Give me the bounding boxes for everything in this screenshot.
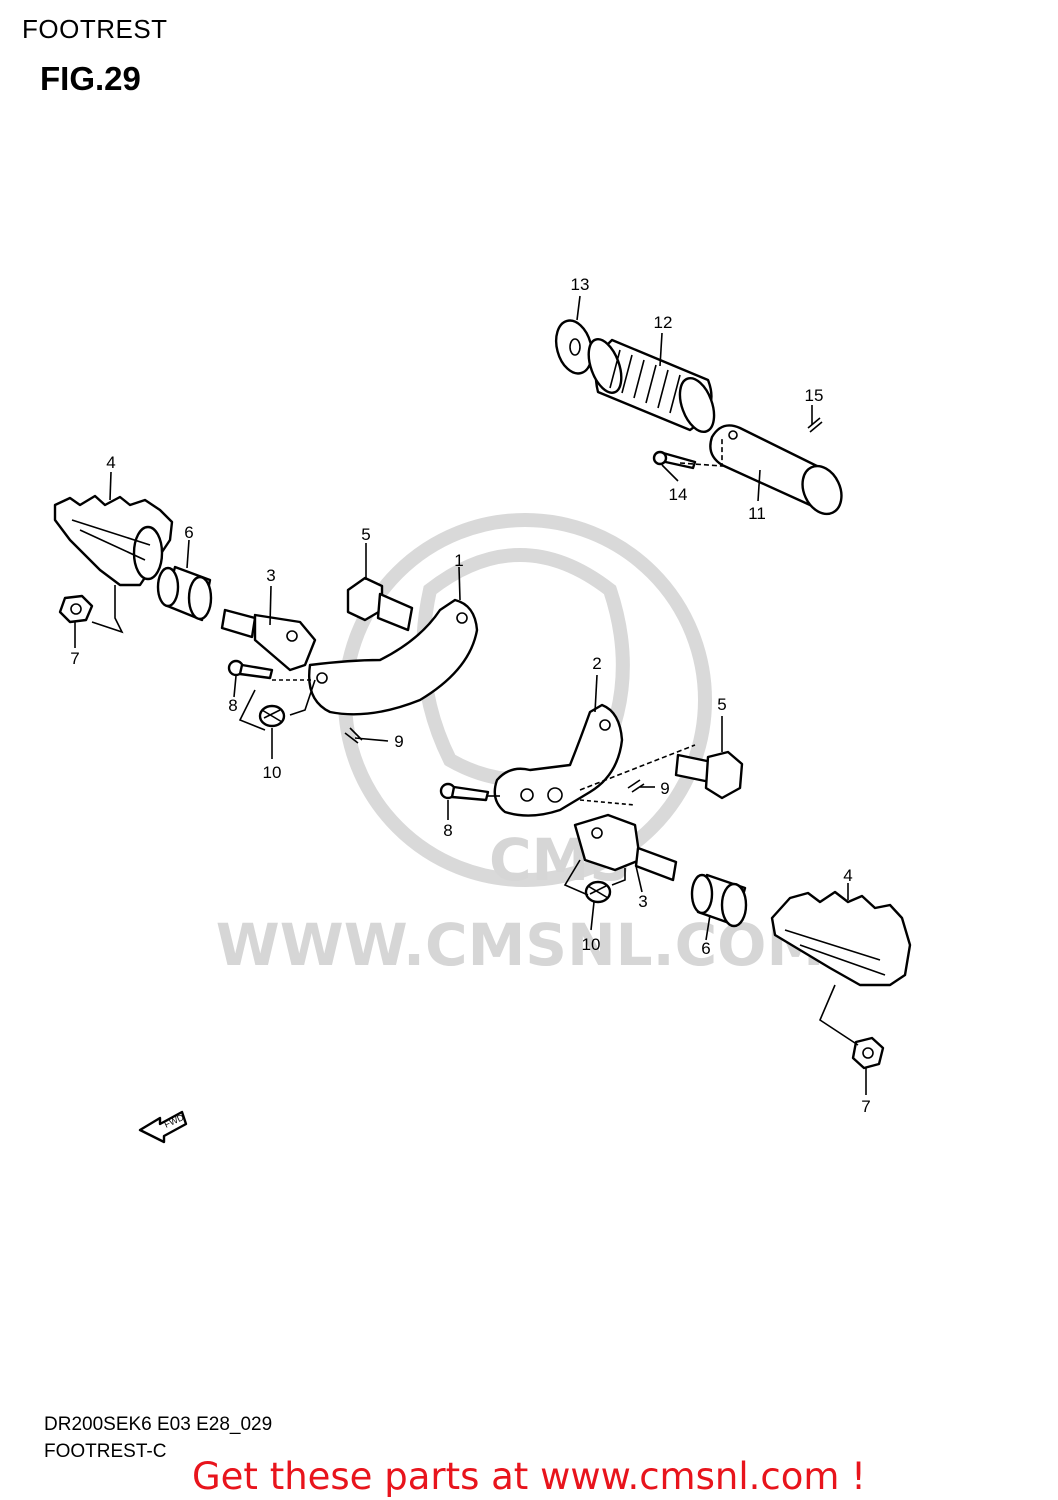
callout-8-right: 8 <box>443 821 452 840</box>
part-bracket-3-left <box>220 608 317 672</box>
part-footrest-bracket-1 <box>308 598 479 716</box>
callout-11: 11 <box>748 504 766 523</box>
callout-4-right: 4 <box>843 866 852 885</box>
callout-6-right: 6 <box>701 939 710 958</box>
part-bolt-5-right <box>674 750 744 800</box>
part-bush-6-left <box>156 565 213 622</box>
callout-1: 1 <box>454 551 463 570</box>
callout-7-right: 7 <box>861 1097 870 1116</box>
callout-9-right: 9 <box>660 779 669 798</box>
callout-2: 2 <box>592 654 601 673</box>
part-pin-14 <box>652 450 697 470</box>
watermark-text: WWW.CMSNL.COM <box>216 911 824 979</box>
callout-labels: 13 12 15 14 11 4 6 5 1 3 7 8 9 10 2 5 9 … <box>70 275 870 1116</box>
part-footrest-4-left <box>53 494 174 587</box>
figure-label: FIG.29 <box>40 60 141 97</box>
leader-lines <box>74 295 867 1095</box>
callout-7-left: 7 <box>70 649 79 668</box>
callout-10-right: 10 <box>582 935 601 954</box>
callout-6-left: 6 <box>184 523 193 542</box>
part-pin-8-left <box>227 659 274 680</box>
part-spring-10-left <box>258 704 286 728</box>
part-spring-10-right <box>584 880 612 904</box>
model-code: DR200SEK6 E03 E28_029 <box>44 1414 273 1435</box>
callout-15: 15 <box>805 386 824 405</box>
part-bush-6-right <box>690 873 748 928</box>
part-nut-7-left <box>58 594 94 624</box>
callout-4-left: 4 <box>106 453 115 472</box>
callout-14: 14 <box>669 485 688 504</box>
part-nut-7-right <box>851 1036 885 1070</box>
part-footrest-4-right <box>770 890 912 987</box>
footer-parts-link[interactable]: Get these parts at www.cmsnl.com ! <box>191 1455 866 1498</box>
part-cotter-pin-9-right <box>627 779 645 793</box>
callout-12: 12 <box>654 313 673 332</box>
callout-5-left: 5 <box>361 525 370 544</box>
callout-8-left: 8 <box>228 696 237 715</box>
callout-5-right: 5 <box>717 695 726 714</box>
part-footrest-peg-11 <box>709 424 843 516</box>
fwd-arrow-icon: FWD <box>138 1110 188 1144</box>
part-bracket-3-right <box>573 813 678 882</box>
callout-3-left: 3 <box>266 566 275 585</box>
part-footrest-bracket-2 <box>493 703 624 817</box>
callout-3-right: 3 <box>638 892 647 911</box>
callout-10-left: 10 <box>263 763 282 782</box>
section-title: FOOTREST <box>22 14 168 44</box>
part-pin-8-right <box>439 782 490 802</box>
part-cotter-pin-15 <box>807 417 823 433</box>
callout-13: 13 <box>571 275 590 294</box>
part-rubber-grip-12 <box>587 338 716 434</box>
diagram-name: FOOTREST-C <box>44 1441 167 1462</box>
part-bolt-5-left <box>346 576 414 632</box>
callout-9-left: 9 <box>394 732 403 751</box>
